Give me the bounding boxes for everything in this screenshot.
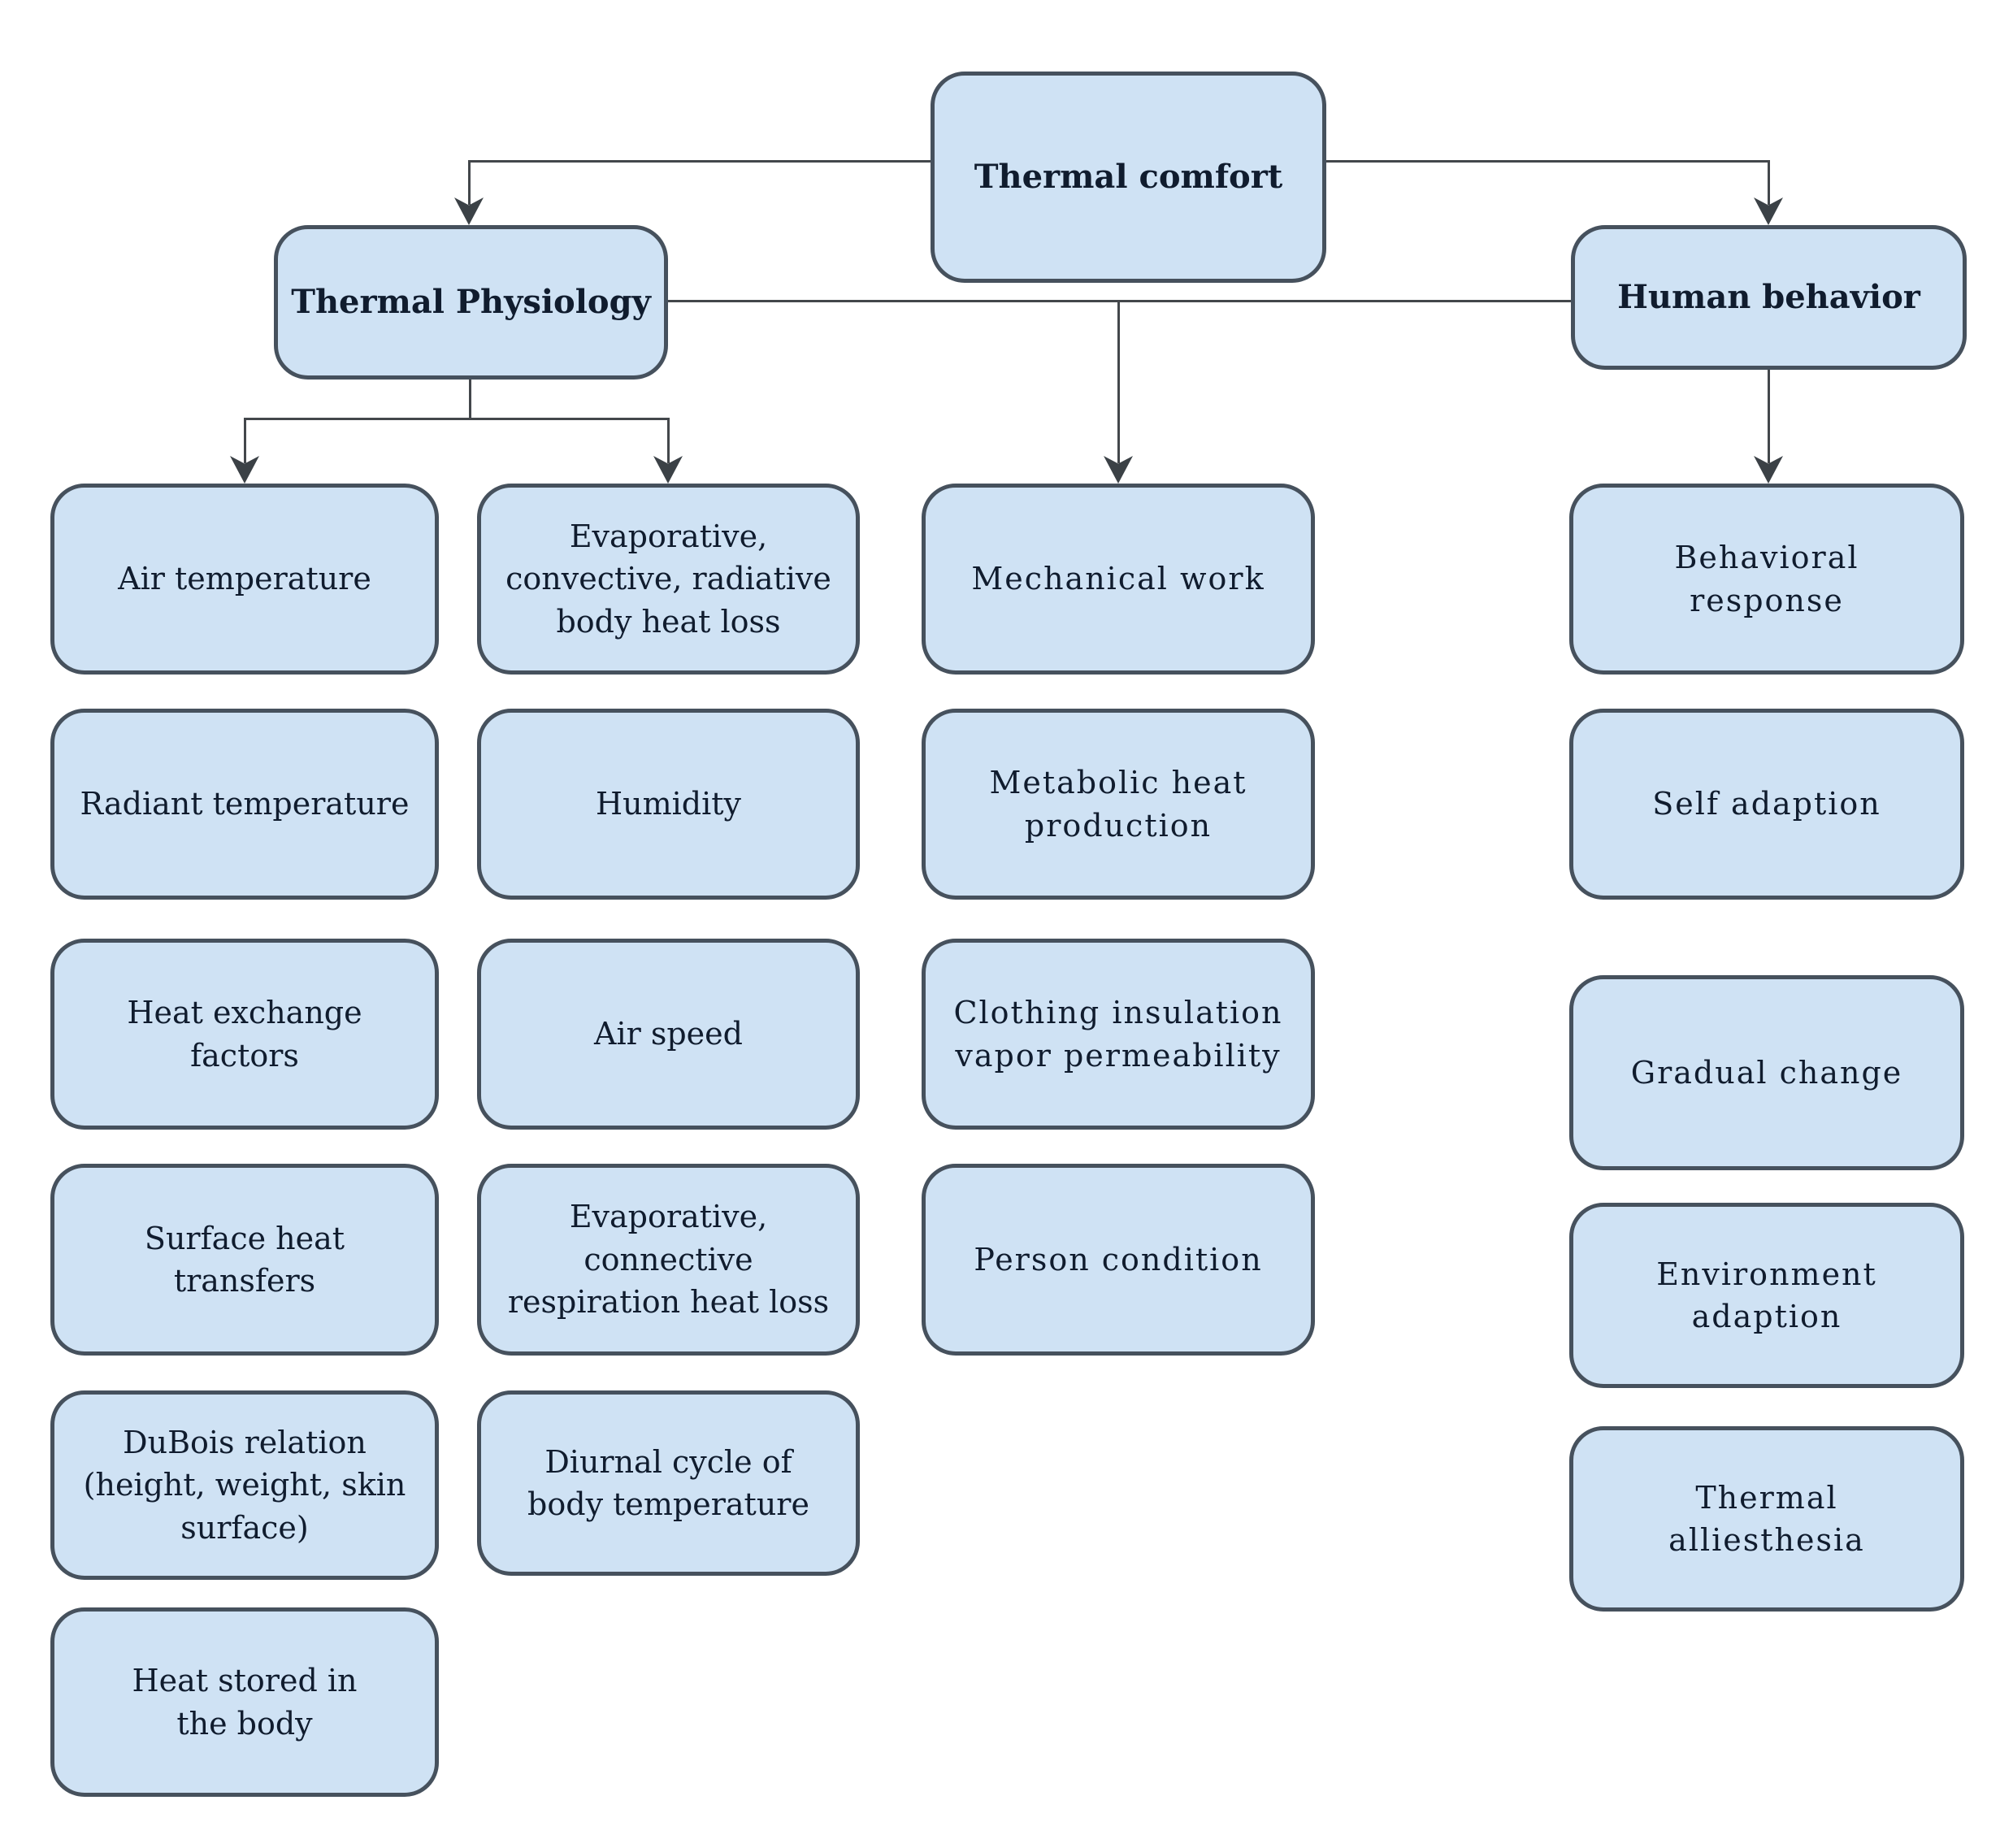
- connector-split-to-column2: [667, 418, 670, 463]
- connector-drop-to-column3: [1117, 300, 1120, 463]
- connector-root-to-physiology-horizontal: [468, 160, 931, 163]
- node-metabolic-heat-production: Metabolic heat production: [922, 709, 1315, 900]
- node-air-speed: Air speed: [477, 939, 860, 1130]
- connector-root-to-behavior-horizontal: [1326, 160, 1770, 163]
- node-air-temperature: Air temperature: [50, 484, 439, 675]
- node-humidity: Humidity: [477, 709, 860, 900]
- node-evaporative-connective-respiration-heat-loss: Evaporative, connective respiration heat…: [477, 1164, 860, 1356]
- node-self-adaption: Self adaption: [1569, 709, 1964, 900]
- connector-split-to-column1: [244, 418, 246, 463]
- node-behavioral-response: Behavioral response: [1569, 484, 1964, 675]
- connector-physiology-split-horizontal: [244, 418, 670, 420]
- node-thermal-physiology: Thermal Physiology: [274, 225, 668, 380]
- node-mechanical-work: Mechanical work: [922, 484, 1315, 675]
- connector-root-to-behavior-vertical: [1768, 160, 1770, 205]
- node-person-condition: Person condition: [922, 1164, 1315, 1356]
- connector-behavior-to-column4: [1768, 370, 1770, 463]
- node-radiant-temperature: Radiant temperature: [50, 709, 439, 900]
- node-clothing-insulation-vapor-permeability: Clothing insulation vapor permeability: [922, 939, 1315, 1130]
- node-thermal-alliesthesia: Thermal alliesthesia: [1569, 1426, 1964, 1612]
- node-heat-exchange-factors: Heat exchange factors: [50, 939, 439, 1130]
- node-diurnal-cycle-of-body-temperature: Diurnal cycle of body temperature: [477, 1390, 860, 1576]
- node-human-behavior: Human behavior: [1571, 225, 1967, 370]
- node-environment-adaption: Environment adaption: [1569, 1203, 1964, 1388]
- node-evaporative-convective-radiative-body-heat-loss: Evaporative, convective, radiative body …: [477, 484, 860, 675]
- connector-physiology-stem: [469, 380, 471, 420]
- node-heat-stored-in-the-body: Heat stored in the body: [50, 1607, 439, 1797]
- node-surface-heat-transfers: Surface heat transfers: [50, 1164, 439, 1356]
- connector-root-to-physiology-vertical: [468, 160, 471, 205]
- node-gradual-change: Gradual change: [1569, 975, 1964, 1170]
- node-thermal-comfort: Thermal comfort: [931, 72, 1326, 283]
- node-dubois-relation: DuBois relation (height, weight, skin su…: [50, 1390, 439, 1580]
